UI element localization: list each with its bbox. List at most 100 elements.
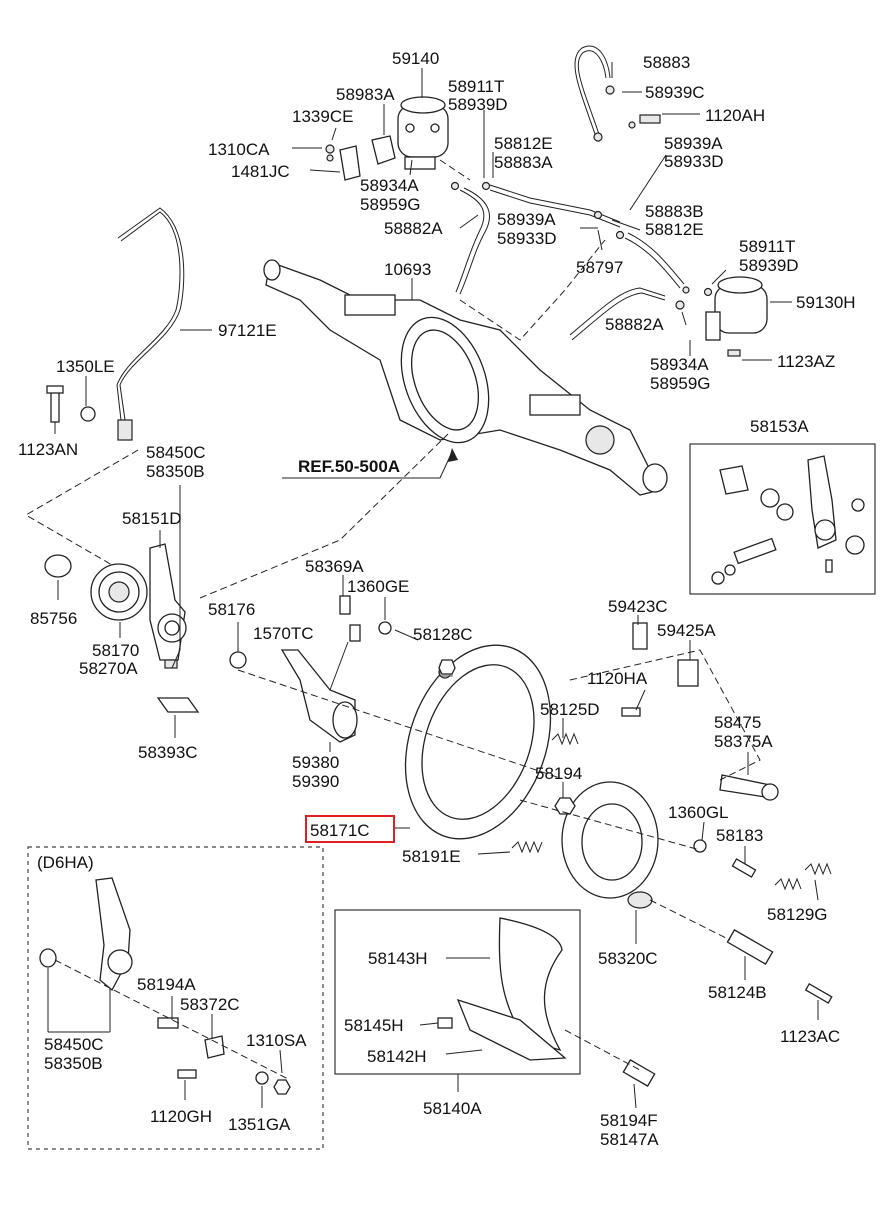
slack-adjuster-kit-box: [689, 443, 876, 595]
label-58883B[interactable]: 58883B: [645, 202, 704, 221]
label-58939D[interactable]: 58939D: [448, 95, 508, 114]
label-58128C[interactable]: 58128C: [413, 625, 473, 644]
label-58450C[interactable]: 58450C: [146, 443, 206, 462]
label-58797[interactable]: 58797: [576, 258, 623, 277]
label-reference[interactable]: REF.50-500A: [298, 457, 400, 476]
label-1481JC[interactable]: 1481JC: [231, 162, 290, 181]
label-1350LE[interactable]: 1350LE: [56, 357, 115, 376]
label-1120AH[interactable]: 1120AH: [705, 106, 765, 125]
label-58125D[interactable]: 58125D: [540, 700, 600, 719]
label-58450C-b[interactable]: 58450C: [44, 1035, 104, 1054]
label-59423C[interactable]: 59423C: [608, 597, 668, 616]
label-59140[interactable]: 59140: [392, 49, 439, 68]
label-58320C[interactable]: 58320C: [598, 949, 658, 968]
label-1123AN[interactable]: 1123AN: [18, 440, 78, 459]
label-58170[interactable]: 58170: [92, 641, 139, 660]
kit-parts-58153A: [711, 455, 865, 585]
label-1310SA[interactable]: 1310SA: [246, 1031, 307, 1050]
label-58140A[interactable]: 58140A: [423, 1099, 482, 1118]
label-58153A[interactable]: 58153A: [750, 417, 809, 436]
label-58151D[interactable]: 58151D: [122, 509, 182, 528]
small-hardware: [438, 659, 833, 1004]
label-58171C[interactable]: 58171C: [310, 821, 370, 840]
label-58939A-b[interactable]: 58939A: [497, 210, 556, 229]
label-59425A[interactable]: 59425A: [657, 621, 716, 640]
bracket-59380: [229, 595, 392, 743]
label-1123AC[interactable]: 1123AC: [780, 1027, 840, 1046]
label-58883A[interactable]: 58883A: [494, 153, 553, 172]
label-10693[interactable]: 10693: [384, 260, 431, 279]
label-58183[interactable]: 58183: [716, 826, 763, 845]
label-58176[interactable]: 58176: [208, 600, 255, 619]
label-58911T-b[interactable]: 58911T: [739, 237, 795, 256]
bracket-58393C: [156, 697, 200, 713]
label-1360GE[interactable]: 1360GE: [347, 577, 409, 596]
label-58939C[interactable]: 58939C: [645, 83, 705, 102]
cap-85756: [44, 554, 72, 578]
backing-plate-58171C: [404, 644, 552, 840]
label-58350B[interactable]: 58350B: [146, 462, 205, 481]
label-58983A[interactable]: 58983A: [336, 85, 395, 104]
label-58147A[interactable]: 58147A: [600, 1130, 659, 1149]
label-59130H[interactable]: 59130H: [796, 293, 856, 312]
pin-59423C: [621, 622, 699, 717]
pin-58194F: [622, 1059, 656, 1087]
label-58883[interactable]: 58883: [643, 53, 690, 72]
label-58145H[interactable]: 58145H: [344, 1016, 404, 1035]
label-58372C[interactable]: 58372C: [180, 995, 240, 1014]
label-58369A[interactable]: 58369A: [305, 557, 364, 576]
label-1360GL[interactable]: 1360GL: [668, 803, 729, 822]
part-labels: 59140 58883 58983A 58911T 58939D 58939C …: [18, 49, 856, 1149]
springs: [511, 732, 832, 891]
label-1570TC[interactable]: 1570TC: [253, 624, 313, 643]
label-58812E[interactable]: 58812E: [494, 134, 553, 153]
label-97121E[interactable]: 97121E: [218, 321, 277, 340]
label-58939A[interactable]: 58939A: [664, 134, 723, 153]
highlight-box: [305, 815, 395, 843]
label-58934A-b[interactable]: 58934A: [650, 355, 709, 374]
label-58350B-b[interactable]: 58350B: [44, 1054, 103, 1073]
label-58143H[interactable]: 58143H: [368, 949, 428, 968]
label-58933D-b[interactable]: 58933D: [497, 229, 557, 248]
brake-lines-top: [450, 45, 685, 341]
label-58911T[interactable]: 58911T: [448, 77, 504, 96]
label-1339CE[interactable]: 1339CE: [292, 107, 353, 126]
label-85756[interactable]: 85756: [30, 609, 77, 628]
label-58270A[interactable]: 58270A: [79, 659, 138, 678]
slack-adjuster-58151D: [149, 543, 187, 669]
label-58142H[interactable]: 58142H: [367, 1047, 427, 1066]
air-chamber-59130H: [675, 276, 768, 357]
d6ha-variant-box: [27, 846, 324, 1150]
label-58882A-b[interactable]: 58882A: [605, 315, 664, 334]
bracket-58983A: [325, 135, 396, 181]
leader-lines: [47, 62, 819, 1109]
air-chamber-59140: [397, 96, 449, 170]
label-58191E[interactable]: 58191E: [402, 847, 461, 866]
label-58939D-b[interactable]: 58939D: [739, 256, 799, 275]
label-1123AZ[interactable]: 1123AZ: [777, 352, 835, 371]
label-58194F[interactable]: 58194F: [600, 1111, 658, 1130]
label-58959G[interactable]: 58959G: [360, 195, 421, 214]
label-59390[interactable]: 59390: [292, 772, 339, 791]
label-58882A[interactable]: 58882A: [384, 219, 443, 238]
label-1120HA[interactable]: 1120HA: [587, 669, 648, 688]
label-58812E-b[interactable]: 58812E: [645, 220, 704, 239]
label-58934A[interactable]: 58934A: [360, 176, 419, 195]
label-58375A[interactable]: 58375A: [714, 732, 773, 751]
label-58933D[interactable]: 58933D: [664, 152, 724, 171]
label-1351GA[interactable]: 1351GA: [228, 1115, 291, 1134]
label-58475[interactable]: 58475: [714, 713, 761, 732]
label-1120GH[interactable]: 1120GH: [150, 1107, 212, 1126]
label-58959G-b[interactable]: 58959G: [650, 374, 711, 393]
label-58129G[interactable]: 58129G: [767, 905, 828, 924]
label-58194[interactable]: 58194: [535, 764, 582, 783]
label-variant-d6ha[interactable]: (D6HA): [37, 853, 94, 872]
label-59380[interactable]: 59380: [292, 753, 339, 772]
label-58393C[interactable]: 58393C: [138, 743, 198, 762]
label-1310CA[interactable]: 1310CA: [208, 140, 270, 159]
brake-spider-58320C: [561, 781, 659, 909]
label-58124B[interactable]: 58124B: [708, 983, 767, 1002]
label-58194A[interactable]: 58194A: [137, 975, 196, 994]
